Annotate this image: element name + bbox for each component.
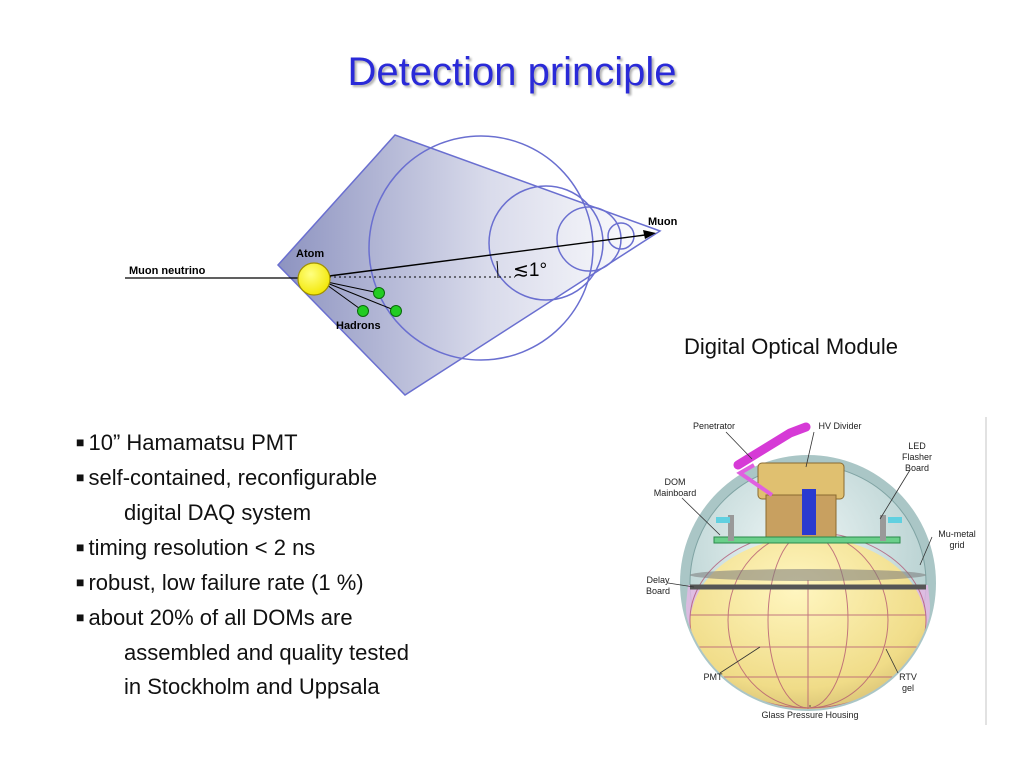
- bullet-item: ■about 20% of all DOMs are: [76, 600, 409, 635]
- bullet-square-icon: ■: [76, 538, 85, 555]
- muon-label: Muon: [648, 216, 678, 228]
- bullet-item: ■self-contained, reconfigurable: [76, 460, 409, 495]
- bullet-continuation: digital DAQ system: [124, 499, 312, 525]
- bullet-text: self-contained, reconfigurable: [88, 465, 378, 491]
- penetrator: [733, 422, 811, 470]
- mu-metal-label-2: grid: [949, 540, 964, 550]
- bullet-square-icon: ■: [76, 469, 85, 486]
- bullet-continuation: assembled and quality tested: [124, 639, 409, 665]
- led-flasher-label-2: Flasher: [902, 452, 932, 462]
- penetrator-cable: [736, 463, 774, 497]
- dom-mainboard-label-1: DOM: [665, 477, 686, 487]
- penetrator-label: Penetrator: [693, 421, 735, 431]
- dom-mainboard-label-2: Mainboard: [654, 488, 697, 498]
- bullet-continuation: in Stockholm and Uppsala: [124, 674, 380, 700]
- hv-divider-label: HV Divider: [818, 421, 861, 431]
- delay-board-label-1: Delay: [646, 575, 670, 585]
- pmt-label: PMT: [704, 672, 724, 682]
- bullet-item: ■robust, low failure rate (1 %): [76, 565, 409, 600]
- callout-lines: [667, 431, 933, 707]
- glass-housing-label: Glass Pressure Housing: [761, 710, 858, 720]
- hadron-tracks: [326, 281, 395, 312]
- dom-mainboard: [713, 515, 902, 544]
- delay-board-label-2: Board: [646, 586, 670, 596]
- bullet-square-icon: ■: [76, 574, 85, 591]
- rtv-gel-label-1: RTV: [899, 672, 917, 682]
- rtv-gel-label-2: gel: [902, 683, 914, 693]
- bullet-square-icon: ■: [76, 609, 85, 626]
- atom-particle: [297, 262, 331, 296]
- mu-metal-label-1: Mu-metal: [938, 529, 976, 539]
- bullet-item: ■timing resolution < 2 ns: [76, 530, 409, 565]
- angle-label: ≲1°: [513, 260, 547, 281]
- detection-diagram: Muon neutrino Atom Hadrons Muon ≲1°: [125, 134, 678, 396]
- angle-arc: [496, 260, 499, 279]
- led-flasher-label-3: Board: [905, 463, 929, 473]
- bullet-text: 10” Hamamatsu PMT: [88, 430, 298, 455]
- dom-figure: Penetrator HV Divider LED Flasher Board …: [646, 417, 987, 725]
- bullet-text: robust, low failure rate (1 %): [88, 570, 364, 596]
- bullet-item: ■10” Hamamatsu PMT: [76, 425, 409, 460]
- led-flasher-label-1: LED: [908, 441, 926, 451]
- atom-label: Atom: [296, 248, 324, 260]
- slide-title: Detection principle: [347, 50, 677, 94]
- muon-neutrino-label: Muon neutrino: [129, 265, 206, 277]
- bullet-square-icon: ■: [76, 434, 85, 450]
- dom-caption: Digital Optical Module: [684, 334, 898, 359]
- muon-track: [328, 230, 656, 277]
- bullet-text: timing resolution < 2 ns: [88, 534, 316, 560]
- hadron-particles: [357, 287, 402, 317]
- hv-divider: [757, 462, 845, 544]
- cherenkov-cone: [276, 134, 662, 396]
- hadrons-label: Hadrons: [336, 320, 381, 332]
- bullet-list: ■10” Hamamatsu PMT ■self-contained, reco…: [76, 425, 409, 704]
- bullet-text: about 20% of all DOMs are: [88, 605, 353, 631]
